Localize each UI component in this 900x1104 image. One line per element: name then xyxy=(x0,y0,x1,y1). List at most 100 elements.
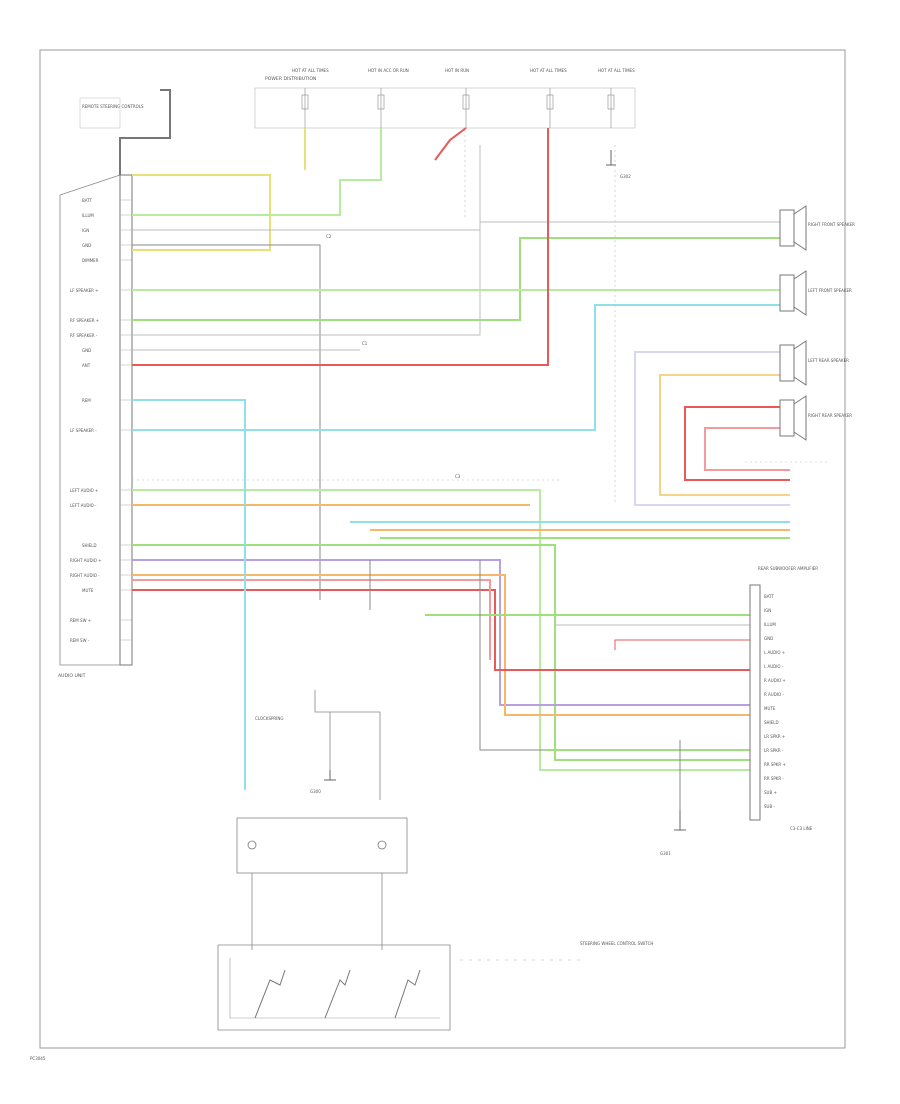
speaker-rf: RIGHT FRONT SPEAKER xyxy=(779,205,855,251)
ground-g300: G300 xyxy=(310,770,336,794)
wire-rem xyxy=(132,399,246,790)
ground-g302: G302 xyxy=(606,150,631,179)
wire-rr-speaker-pos xyxy=(684,406,790,481)
radio-pin-13: LEFT AUDIO + xyxy=(70,488,98,493)
wire-rf-speaker-neg xyxy=(132,221,780,336)
radio-pin-6: LF SPEAKER + xyxy=(70,288,99,293)
radio-pin-16: RIGHT AUDIO + xyxy=(70,558,101,563)
footer-code: PC3045 xyxy=(30,1056,46,1061)
fuse-label-1: HOT AT ALL TIMES xyxy=(292,68,329,73)
wire-lr-speaker-neg xyxy=(659,374,790,496)
amp-label: REAR SUBWOOFER AMPLIFIER xyxy=(758,566,818,571)
amp-pin-15: SUB + xyxy=(764,790,777,795)
fuse-label-4: HOT AT ALL TIMES xyxy=(530,68,567,73)
amp-pin-3: ILLUM xyxy=(764,622,776,627)
amp-pin-2: IGN xyxy=(764,608,771,613)
radio-pin-19: REM SW + xyxy=(70,618,91,623)
amp-pin-4: GND xyxy=(764,636,773,641)
diagram-border xyxy=(39,49,846,1049)
amp-pin-10: SHIELD xyxy=(764,720,779,725)
wire-amp-return xyxy=(479,560,545,751)
radio-pin-14: LEFT AUDIO - xyxy=(70,503,97,508)
radio-pin-18: MUTE xyxy=(82,588,94,593)
radio-pin-4: GND xyxy=(82,243,91,248)
switch-label: STEERING WHEEL CONTROL SWITCH xyxy=(580,941,653,946)
amp-pin-1: BATT xyxy=(764,594,775,599)
fuse-5: HOT AT ALL TIMES xyxy=(598,68,635,128)
amp-pin-6: L AUDIO - xyxy=(764,664,784,669)
wire-batt-red xyxy=(132,128,549,366)
wire-rr-speaker-neg xyxy=(704,427,790,471)
radio-label: AUDIO UNIT xyxy=(58,673,86,679)
ground-label-1: G300 xyxy=(310,789,321,794)
radio-pin-3: IGN xyxy=(82,228,89,233)
speaker-label-lf: LEFT FRONT SPEAKER xyxy=(808,288,852,293)
wire-shield xyxy=(132,544,750,761)
amp-pin-14: RR SPKR - xyxy=(764,776,784,781)
speaker-lf: LEFT FRONT SPEAKER xyxy=(779,270,852,316)
left-top-note: REMOTE STEERING CONTROLS xyxy=(82,104,144,109)
speaker-rr: RIGHT REAR SPEAKER xyxy=(779,395,852,441)
fuse-label-3: HOT IN RUN xyxy=(445,68,469,73)
remote-steering-block: REMOTE STEERING CONTROLS xyxy=(79,89,171,175)
connector-callouts: C2 C1 C3 xyxy=(326,234,461,479)
clockspring-label: CLOCKSPRING xyxy=(255,716,283,721)
clockspring: CLOCKSPRING xyxy=(236,690,408,950)
wire-lr-speaker-pos xyxy=(634,351,790,506)
wire-left-audio-pos xyxy=(132,489,750,771)
amp-pin-13: RR SPKR + xyxy=(764,762,786,767)
ground-g301: G301 xyxy=(660,810,686,856)
fuse-label-5: HOT AT ALL TIMES xyxy=(598,68,635,73)
fuse-label-2: HOT IN ACC OR RUN xyxy=(368,68,409,73)
fuse-1: HOT AT ALL TIMES xyxy=(292,68,329,128)
fuse-4: HOT AT ALL TIMES xyxy=(530,68,567,128)
top-header-note: POWER DISTRIBUTION xyxy=(265,76,316,82)
fuse-3: HOT IN RUN xyxy=(445,68,470,128)
wire-rf-speaker-pos xyxy=(132,237,780,321)
amp-pin-16: SUB - xyxy=(764,804,775,809)
radio-pin-8: RF SPEAKER - xyxy=(70,333,98,338)
ground-label-3: G302 xyxy=(620,174,631,179)
radio-pin-9: GND xyxy=(82,348,91,353)
wire-lf-speaker-neg xyxy=(132,304,780,431)
wire-ign-green xyxy=(132,128,382,216)
radio-connector xyxy=(119,174,133,666)
wire-batt xyxy=(132,174,271,251)
radio-pin-10: ANT xyxy=(82,363,91,368)
subwoofer-amplifier: REAR SUBWOOFER AMPLIFIER C3-C3 LINE BATT… xyxy=(749,566,818,831)
radio-pin-1: BATT xyxy=(82,198,93,203)
steering-wheel-switch: STEERING WHEEL CONTROL SWITCH xyxy=(217,941,653,1031)
fuse-panel: POWER DISTRIBUTION HOT AT ALL TIMES HOT … xyxy=(254,68,636,129)
audio-unit: AUDIO UNIT BATT ILLUM IGN GND DIMMER LF … xyxy=(58,174,133,679)
amp-pin-12: LR SPKR - xyxy=(764,748,784,753)
amp-pin-7: R AUDIO + xyxy=(764,678,786,683)
radio-pin-5: DIMMER xyxy=(82,258,99,263)
wire-mute xyxy=(132,589,750,671)
radio-pin-17: RIGHT AUDIO - xyxy=(70,573,100,578)
wire-red-top xyxy=(434,127,467,161)
amp-pin-5: L AUDIO + xyxy=(764,650,785,655)
ground-label-2: G301 xyxy=(660,851,671,856)
wire-ground-top xyxy=(132,244,321,600)
wire-amp-red2 xyxy=(614,639,750,650)
radio-pin-2: ILLUM xyxy=(82,213,94,218)
wire-right-audio-pos xyxy=(132,559,750,706)
connector-label-1: C2 xyxy=(326,234,332,239)
dotted-lines xyxy=(132,130,830,505)
radio-pin-12: LF SPEAKER - xyxy=(70,428,97,433)
radio-pin-11: REM xyxy=(82,398,91,403)
fuse-2: HOT IN ACC OR RUN xyxy=(368,68,409,128)
amp-pin-11: LR SPKR + xyxy=(764,734,785,739)
radio-pin-20: REM SW - xyxy=(70,638,90,643)
amp-pin-8: R AUDIO - xyxy=(764,692,784,697)
speaker-label-lr: LEFT REAR SPEAKER xyxy=(808,358,849,363)
harness-label: C3-C3 LINE xyxy=(790,826,813,831)
speaker-label-rr: RIGHT REAR SPEAKER xyxy=(808,413,852,418)
connector-label-2: C1 xyxy=(362,341,368,346)
amp-pin-9: MUTE xyxy=(764,706,776,711)
wire-right-pink xyxy=(132,579,491,660)
radio-pin-7: RF SPEAKER + xyxy=(70,318,99,323)
wire-right-audio-neg xyxy=(132,574,750,716)
